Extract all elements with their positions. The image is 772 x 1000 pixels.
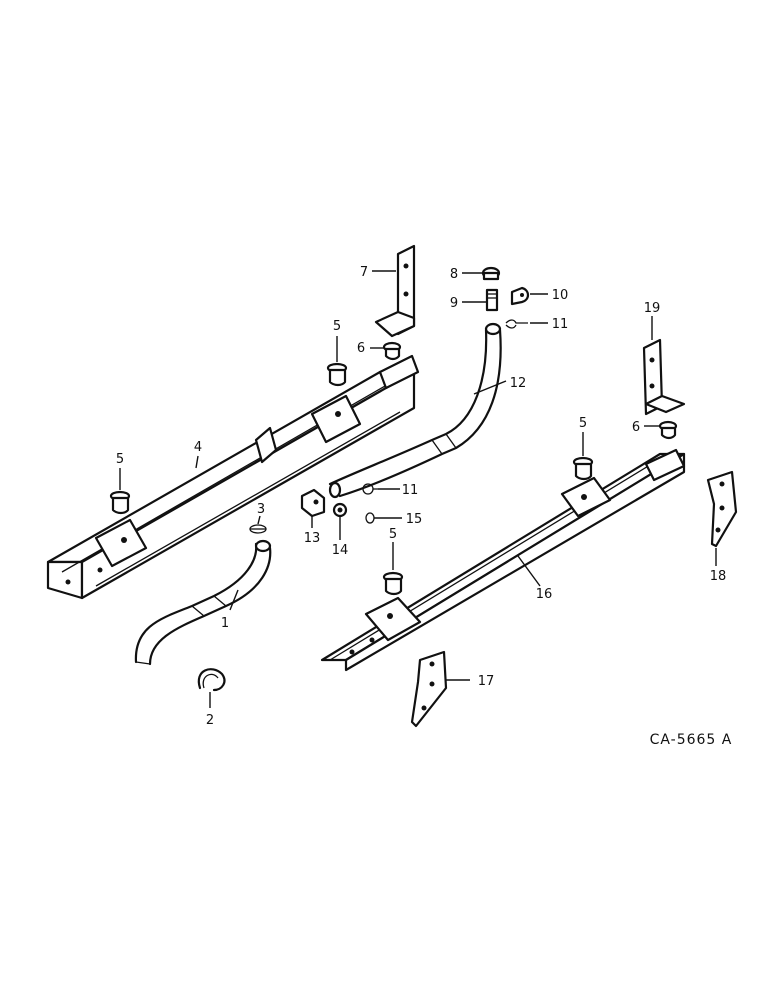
lower-hose [134,539,272,666]
angled-plate [410,650,448,728]
callout-6: 6 [632,420,640,435]
cotter-pin [505,319,528,329]
upper-hose [328,322,502,499]
small-clamp [249,524,267,534]
callout-13: 13 [304,531,321,546]
callout-10: 10 [552,288,569,303]
clip [510,286,530,306]
cap [658,420,678,440]
callout-18: 18 [710,569,727,584]
callout-12: 12 [510,376,527,391]
callout-7: 7 [360,265,368,280]
grease-fitting [332,502,348,518]
callout-1: 1 [221,616,229,631]
callout-15: 15 [406,512,423,527]
callout-5: 5 [579,416,587,431]
callout-4: 4 [194,440,202,455]
mounting-bracket [374,244,416,338]
bushing [326,362,348,387]
pin [485,288,499,312]
o-ring [365,512,375,524]
cap [382,341,402,361]
callout-11: 11 [402,483,419,498]
mounting-bracket [642,338,686,416]
cap-nut [481,266,501,281]
reference-code: CA-5665 A [650,732,733,748]
callout-6: 6 [357,341,365,356]
callout-16: 16 [536,587,553,602]
callout-14: 14 [332,543,349,558]
hose-clamp [197,668,226,692]
callouts: 1 2 3 4 5 5 5 5 6 6 7 8 9 10 11 11 12 13… [116,265,726,728]
bushing [109,490,131,515]
callout-11: 11 [552,317,569,332]
cotter-pin [362,483,378,495]
callout-2: 2 [206,713,214,728]
bushing [382,571,404,596]
callout-9: 9 [450,296,458,311]
bushing [572,456,594,481]
callout-19: 19 [644,301,661,316]
channel-rail [320,448,686,672]
callout-8: 8 [450,267,458,282]
channel-rail [46,354,420,600]
leader-lines [119,270,717,708]
callout-5: 5 [333,319,341,334]
fitting-block [300,488,326,518]
callout-3: 3 [257,502,265,517]
callout-5: 5 [389,527,397,542]
callout-5: 5 [116,452,124,467]
callout-17: 17 [478,674,495,689]
angled-plate [706,470,738,548]
